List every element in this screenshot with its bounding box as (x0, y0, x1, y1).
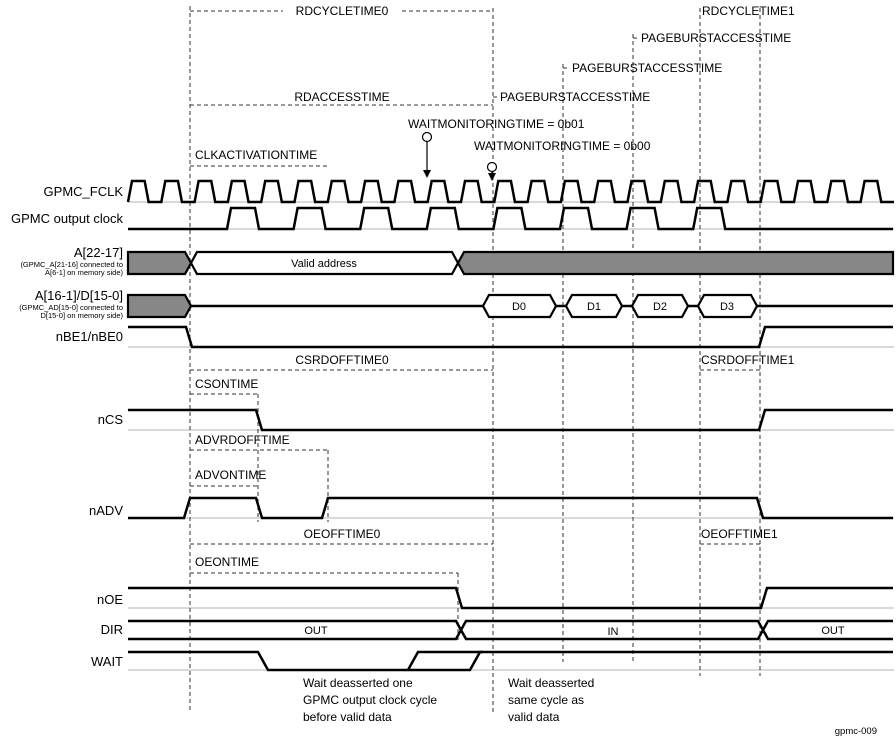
dir-phase-out-2: OUT (821, 625, 845, 637)
wait-trace-0b01-rise (406, 650, 483, 671)
data-beat-d2 (630, 293, 690, 319)
timing-label-pageburstaccesstime-3: PAGEBURSTACCESSTIME (500, 90, 650, 104)
data-beat-d1-text: D1 (587, 301, 601, 313)
bus-invalid-region (126, 250, 193, 276)
timing-label-rdcycletime1: RDCYCLETIME1 (702, 4, 795, 18)
signal-label-addr-high: A[22-17] (74, 245, 123, 260)
dir-lower-line (128, 619, 893, 641)
waveform-nbe (128, 325, 893, 349)
signal-sublabel-addr-high-2: A[6-1] on memory side) (45, 268, 123, 277)
timing-label-csrdofftime1: CSRDOFFTIME1 (701, 353, 795, 367)
waveform-nadv (128, 496, 893, 520)
data-beat-d3 (696, 293, 759, 319)
note-line: same cycle as (508, 693, 584, 707)
timing-label-csrdofftime0: CSRDOFFTIME0 (295, 353, 389, 367)
signal-label-gpmc-output-clock: GPMC output clock (11, 211, 123, 226)
waveform-ncs (128, 408, 893, 432)
signal-label-gpmc-fclk: GPMC_FCLK (44, 184, 124, 199)
note-wait-0b01: Wait deasserted one GPMC output clock cy… (303, 676, 437, 724)
note-wait-0b00: Wait deasserted same cycle as valid data (508, 676, 594, 724)
signal-label-wait: WAIT (91, 654, 123, 669)
data-beat-d0-text: D0 (512, 301, 526, 313)
note-line: before valid data (303, 710, 392, 724)
note-line: valid data (508, 710, 560, 724)
data-beat-d3-text: D3 (720, 301, 734, 313)
note-line: Wait deasserted (508, 676, 594, 690)
data-beat-d0 (481, 293, 558, 319)
timing-label-advrdofftime: ADVRDOFFTIME (195, 433, 290, 447)
timing-label-oeofftime1: OEOFFTIME1 (701, 527, 778, 541)
signal-label-noe: nOE (97, 592, 123, 607)
dir-phase-out-1: OUT (304, 625, 328, 637)
timing-label-rdcycletime0: RDCYCLETIME0 (296, 4, 389, 18)
timing-label-pageburstaccesstime-2: PAGEBURSTACCESSTIME (572, 61, 722, 75)
waveform-addr-data-bus: D0 D1 D2 D3 (126, 293, 893, 319)
waveform-gpmc-output-clock (128, 206, 893, 231)
bus-invalid-region (126, 293, 193, 319)
note-line: Wait deasserted one (303, 676, 413, 690)
dir-phase-in: IN (608, 626, 619, 638)
dashed-gridlines (189, 6, 761, 712)
waveform-addr-high-bus: Valid address (126, 250, 895, 276)
signal-sublabel-addr-high-1: (GPMC_A[21-16] connected to (20, 260, 123, 269)
timing-label-advontime: ADVONTIME (195, 468, 266, 482)
timing-label-rdaccesstime: RDACCESSTIME (294, 90, 389, 104)
sample-point-circle-icon (486, 161, 498, 173)
valid-address-text: Valid address (291, 258, 357, 270)
signal-label-dir: DIR (101, 622, 123, 637)
timing-label-waitmonitoringtime-0b01: WAITMONITORINGTIME = 0b01 (408, 117, 585, 131)
timing-label-waitmonitoringtime-0b00: WAITMONITORINGTIME = 0b00 (474, 139, 651, 153)
timing-label-clkactivationtime: CLKACTIVATIONTIME (195, 148, 317, 162)
bus-invalid-region (456, 250, 895, 276)
dir-upper-line (128, 619, 893, 641)
timing-label-oeontime: OEONTIME (195, 555, 259, 569)
waveform-dir: OUT IN OUT (128, 619, 893, 641)
signal-sublabel-addr-data-2: D[15-0] on memory side) (40, 311, 123, 320)
signal-label-addr-data: A[16-1]/D[15-0] (35, 288, 123, 303)
signal-label-nbe: nBE1/nBE0 (56, 329, 123, 344)
sample-point-circle-icon (421, 131, 433, 143)
timing-label-pageburstaccesstime-1: PAGEBURSTACCESSTIME (641, 31, 791, 45)
data-beat-d1 (564, 293, 624, 319)
timing-label-oeofftime0: OEOFFTIME0 (304, 527, 381, 541)
signal-sublabel-addr-data-1: (GPMC_AD[15-0] connected to (19, 303, 123, 312)
waveform-wait (128, 650, 893, 672)
signal-label-nadv: nADV (89, 503, 123, 518)
waitmonitoring-0b01-marker (421, 131, 433, 178)
figure-code: gpmc-009 (835, 726, 877, 737)
note-line: GPMC output clock cycle (303, 693, 437, 707)
down-arrow-icon (423, 170, 431, 178)
timing-label-csontime: CSONTIME (195, 377, 258, 391)
data-beat-d2-text: D2 (653, 301, 667, 313)
wait-trace-0b00 (128, 650, 893, 672)
dimension-lines (190, 10, 760, 574)
waitmonitoring-0b00-marker (486, 161, 498, 181)
waveform-gpmc-fclk (126, 179, 894, 204)
down-arrow-icon (488, 173, 496, 181)
signal-label-ncs: nCS (98, 412, 124, 427)
waveform-noe (128, 586, 893, 610)
